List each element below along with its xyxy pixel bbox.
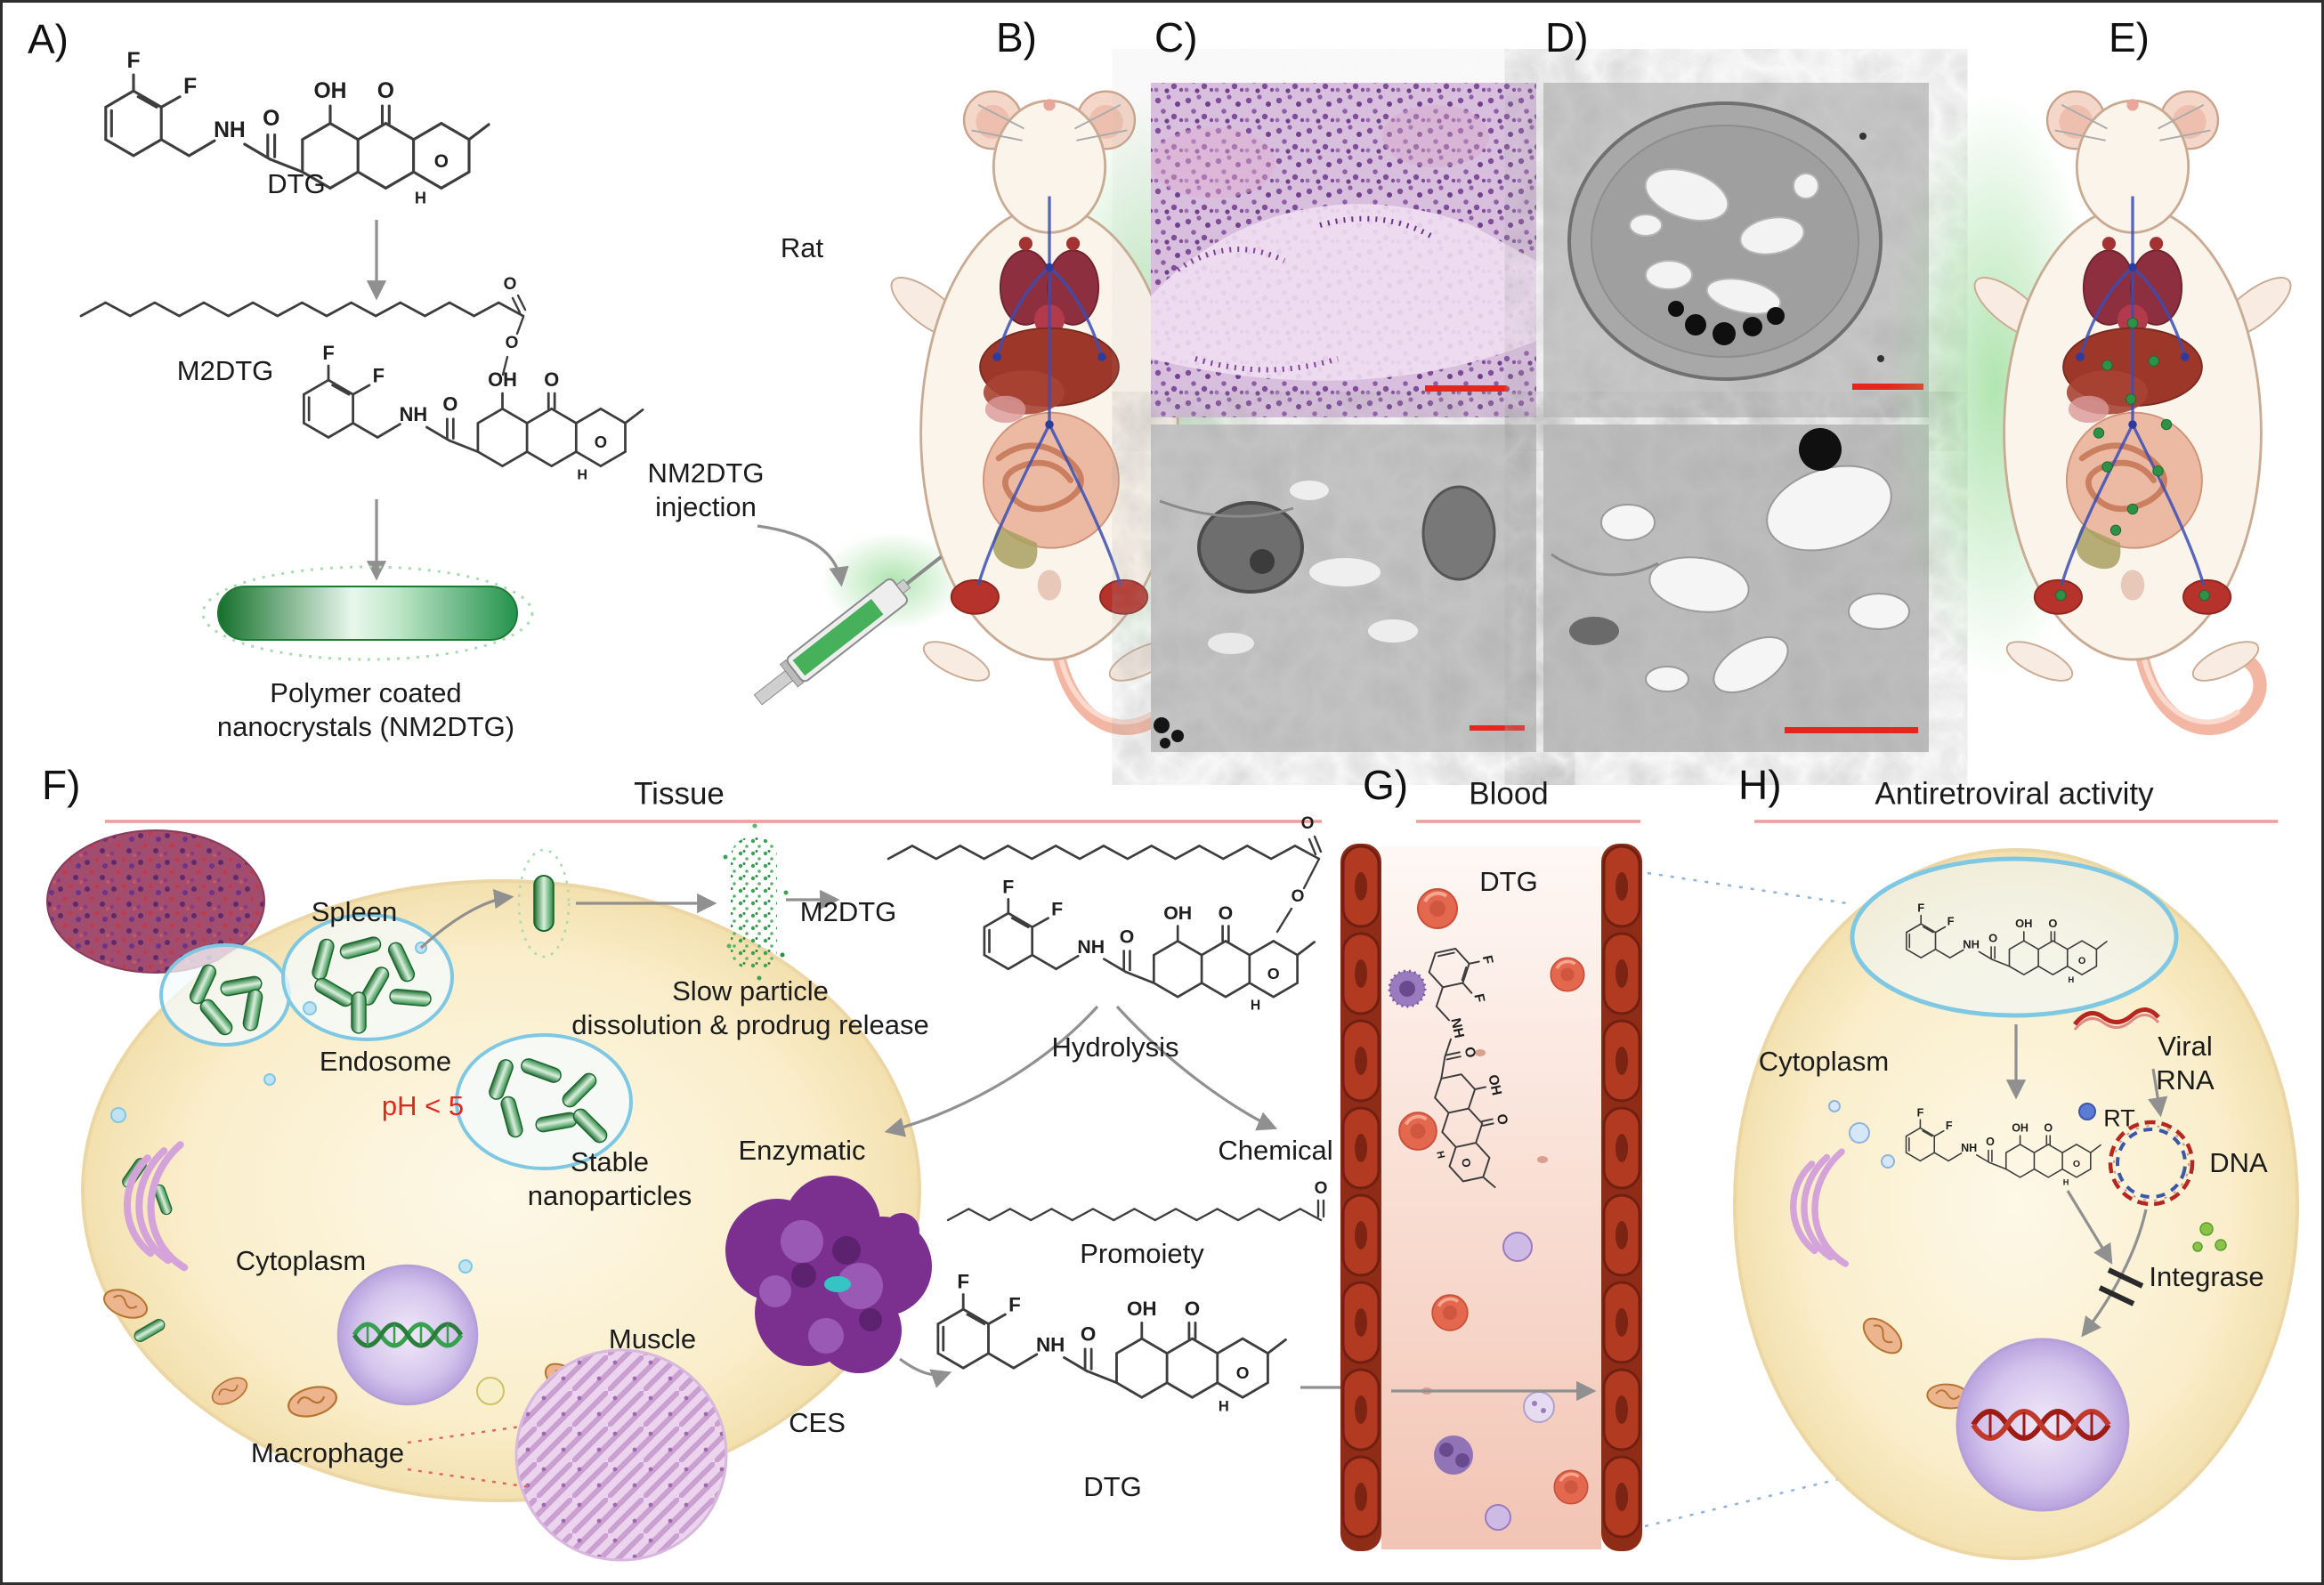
endosome-1 — [159, 943, 291, 1047]
rt-enzyme-icon — [2078, 1103, 2096, 1120]
endosome-2 — [281, 913, 454, 1041]
enzyme-ces — [725, 1176, 932, 1373]
macrophage-cell — [81, 879, 921, 1502]
endosome-3 — [455, 1033, 633, 1170]
micrograph-c-bottom — [1151, 425, 1536, 752]
scale-bar — [1425, 385, 1507, 392]
arrow-hydrolysis-enzymatic — [884, 1005, 1099, 1137]
target-cell — [1733, 848, 2299, 1560]
atom-label: O — [504, 275, 517, 294]
molecule-m2dtg-a: O O — [79, 275, 644, 485]
panel-f-artwork: O O O — [46, 814, 1376, 1562]
figure-artwork: F F NH O OH O O H — [46, 47, 2324, 1562]
dna-circle — [2108, 1120, 2195, 1207]
molecule-dtg-a — [104, 47, 490, 208]
scale-bar — [1470, 725, 1525, 731]
immune-cell — [1502, 1232, 1533, 1262]
micrograph-c-top — [1151, 83, 1536, 417]
arrow-ces-to-dtg — [899, 1357, 952, 1388]
vessel-to-cell-line-1 — [1647, 871, 1848, 905]
dissolving-particle — [723, 823, 789, 981]
immune-cell-spiky — [1388, 969, 1427, 1008]
scale-bar — [1785, 727, 1918, 733]
muscle-image — [514, 1348, 728, 1562]
panel-a-artwork: O O — [79, 47, 644, 661]
atom-label: O — [506, 334, 519, 352]
panel-h-artwork — [1644, 820, 2299, 1560]
vessel-lumen — [1381, 846, 1601, 1549]
immune-cell — [1485, 1504, 1511, 1531]
arrow-endosome-to-rod — [419, 889, 514, 950]
molecule-m2dtg-f: O O — [887, 814, 1323, 1015]
nanocrystal-capsule — [201, 565, 534, 661]
atom-label: O — [1301, 814, 1315, 833]
micrograph-d-top — [1543, 83, 1929, 417]
nucleus-f — [336, 1264, 479, 1406]
immune-cell-granular — [1523, 1391, 1555, 1423]
spleen-image — [46, 829, 265, 974]
molecule-dtg-f — [936, 1269, 1287, 1416]
panel-e-artwork — [1890, 92, 2299, 729]
blood-vessel — [1340, 820, 1642, 1551]
integrase-block — [2081, 1209, 2148, 1338]
nucleus-h — [1956, 1338, 2130, 1512]
micrograph-d-bottom — [1543, 425, 1929, 752]
atom-label: O — [1315, 1179, 1328, 1198]
injection-arrow — [757, 524, 849, 587]
dtg-capsule-outline — [1850, 856, 2179, 1018]
arrow-hydrolysis-chemical — [1115, 1005, 1278, 1131]
arrow-dtg-to-integrase — [2066, 1190, 2113, 1265]
viral-rna — [2073, 1007, 2168, 1120]
promoiety-chain: O — [946, 1179, 1328, 1222]
immune-cell-lobed — [1434, 1435, 1473, 1475]
syringe-icon — [753, 555, 943, 706]
scale-bar — [1852, 384, 1923, 390]
atom-label: O — [1292, 887, 1305, 906]
nanoparticle-rod-free — [517, 848, 571, 958]
